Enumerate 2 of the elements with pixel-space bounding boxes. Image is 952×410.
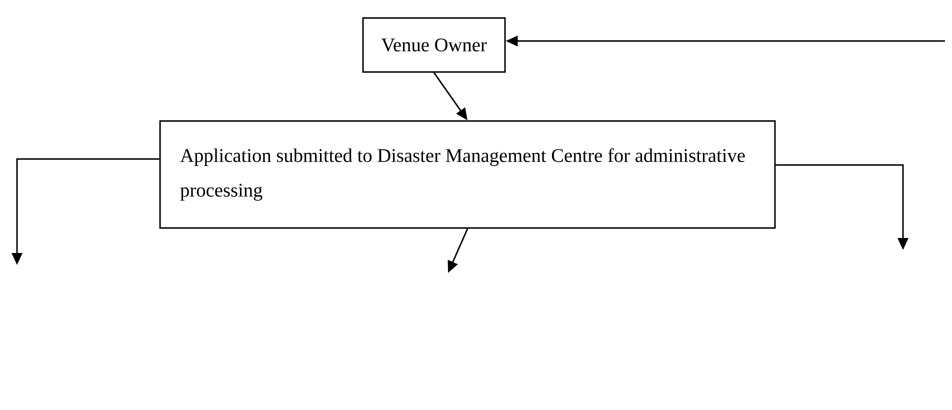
process-box: Application submitted to Disaster Management Centre for administrative processing <box>159 120 776 229</box>
process-box: Venue Owner <box>362 17 506 73</box>
